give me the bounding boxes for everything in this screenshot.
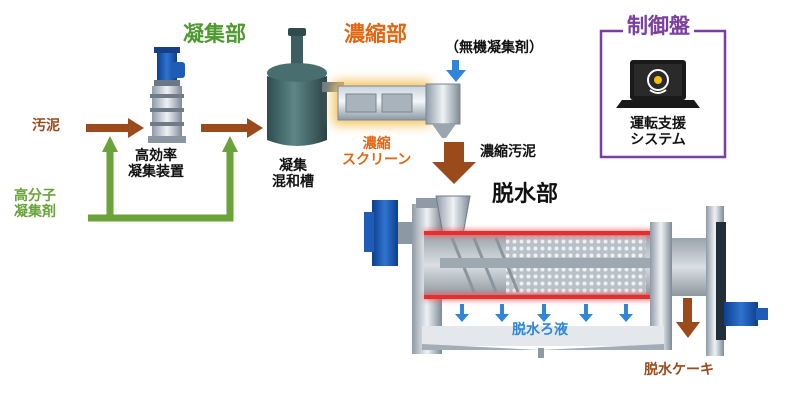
polymer-label: 高分子 凝集剤	[14, 188, 56, 221]
thickening-screen-label: 濃縮 スクリーン	[342, 136, 412, 169]
filtrate-arrows	[455, 304, 633, 322]
sludge-label: 汚泥	[32, 118, 60, 134]
dewatering-section-title: 脱水部	[492, 182, 559, 207]
filtrate-label: 脱水ろ液	[512, 322, 568, 338]
polymer-arrow-head-1	[102, 136, 118, 152]
dewatered-cake-label: 脱水ケーキ	[644, 362, 714, 378]
dewatering-motor	[372, 200, 398, 266]
thickened-sludge-label: 濃縮汚泥	[480, 144, 536, 160]
drive-motor	[724, 302, 758, 326]
coagulation-section-title: 凝集部	[183, 22, 246, 46]
high-efficiency-device-label: 高効率 凝集装置	[128, 148, 184, 181]
control-section-title: 制御盤	[623, 14, 694, 39]
operation-support-system-label: 運転支援 システム	[630, 116, 686, 149]
thickened-sludge-arrow	[432, 142, 476, 184]
mixing-tank-label: 凝集 混和槽	[272, 158, 314, 191]
polymer-arrow-head-2	[222, 136, 238, 152]
thickening-section-title: 濃縮部	[344, 22, 407, 46]
dewatering-unit	[364, 195, 768, 358]
sludge-arrows	[86, 118, 263, 138]
polymer-feed-lines	[88, 136, 238, 222]
cake-discharge-arrow	[676, 298, 700, 338]
high-efficiency-coagulation-device	[148, 47, 186, 143]
inorganic-coagulant-arrow	[446, 60, 466, 82]
thickening-screen	[332, 80, 461, 138]
brain-icon	[647, 69, 669, 91]
inorganic-coagulant-label: （無機凝集剤）	[445, 40, 543, 56]
